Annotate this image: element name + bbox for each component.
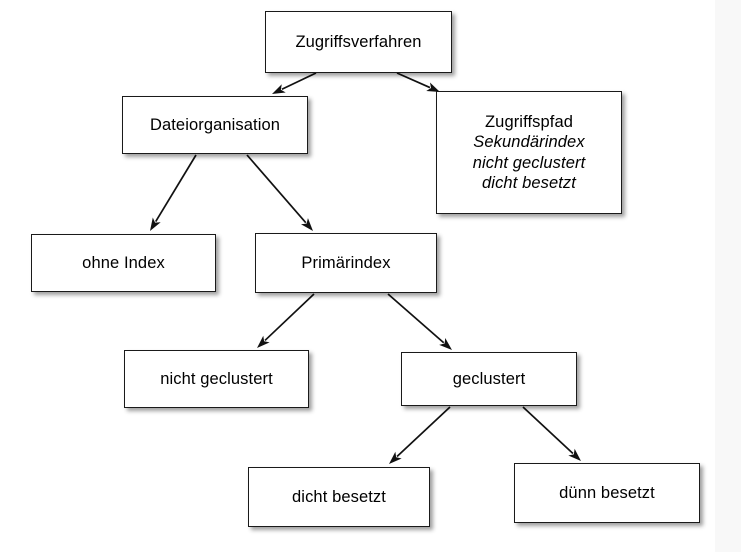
edge-line (246, 154, 307, 224)
edge-dateiorganisation-primaerindex (246, 154, 313, 231)
node-label-line: ohne Index (82, 253, 165, 272)
edge-arrowhead (150, 217, 161, 231)
node-duenn-besetzt[interactable]: dünn besetzt (514, 463, 700, 523)
node-nicht-geclustert[interactable]: nicht geclustert (124, 350, 309, 408)
edge-primaerindex-nicht-geclustert (257, 293, 315, 348)
edge-geclustert-dicht-besetzt (389, 406, 451, 464)
node-label-line: dünn besetzt (559, 483, 655, 502)
node-label-line: geclustert (452, 369, 526, 388)
node-primaerindex[interactable]: Primärindex (255, 233, 437, 293)
edge-arrowhead (389, 451, 402, 464)
node-dateiorganisation[interactable]: Dateiorganisation (122, 96, 308, 154)
edge-arrowhead (272, 84, 286, 94)
node-label-line: nicht geclustert (160, 369, 273, 388)
edge-line (387, 293, 445, 344)
edge-zugriffsverfahren-dateiorganisation (272, 72, 317, 94)
node-label-line: nicht geclustert (472, 153, 586, 172)
node-label-line: Primärindex (301, 253, 391, 272)
node-dicht-besetzt[interactable]: dicht besetzt (248, 467, 430, 527)
node-label-line: Dateiorganisation (149, 115, 281, 134)
node-label-group: nicht geclustert (125, 369, 308, 389)
edge-line (281, 72, 317, 91)
edge-dateiorganisation-ohne-index (150, 154, 197, 231)
edge-line (264, 293, 315, 342)
right-edge-strip (715, 0, 741, 552)
node-label-group: geclustert (402, 369, 576, 389)
node-ohne-index[interactable]: ohne Index (31, 234, 216, 292)
node-label-group: Zugriffsverfahren (266, 32, 451, 52)
node-label-line: Zugriffspfad (484, 113, 574, 132)
node-geclustert[interactable]: geclustert (401, 352, 577, 406)
edge-geclustert-duenn-besetzt (522, 406, 581, 461)
edge-arrowhead (439, 337, 452, 350)
node-label-group: Primärindex (256, 253, 436, 273)
node-label-line: Zugriffsverfahren (295, 32, 422, 51)
edge-line (522, 406, 574, 455)
edge-line (154, 154, 197, 223)
edge-arrowhead (568, 448, 581, 461)
edge-zugriffsverfahren-zugriffspfad (396, 72, 440, 92)
node-label-group: Dateiorganisation (123, 115, 307, 135)
node-label-group: ohne Index (32, 253, 215, 273)
node-label-line: Sekundärindex (473, 133, 585, 152)
node-label-line: dicht besetzt (292, 487, 386, 506)
node-label-group: dünn besetzt (515, 483, 699, 503)
edge-primaerindex-geclustert (387, 293, 452, 350)
edge-arrowhead (257, 335, 270, 348)
node-label-group: dicht besetzt (249, 487, 429, 507)
node-label-line: dicht besetzt (482, 173, 576, 192)
edge-arrowhead (301, 218, 313, 231)
edge-line (396, 72, 431, 89)
edge-line (396, 406, 451, 458)
node-zugriffsverfahren[interactable]: Zugriffsverfahren (265, 11, 452, 73)
